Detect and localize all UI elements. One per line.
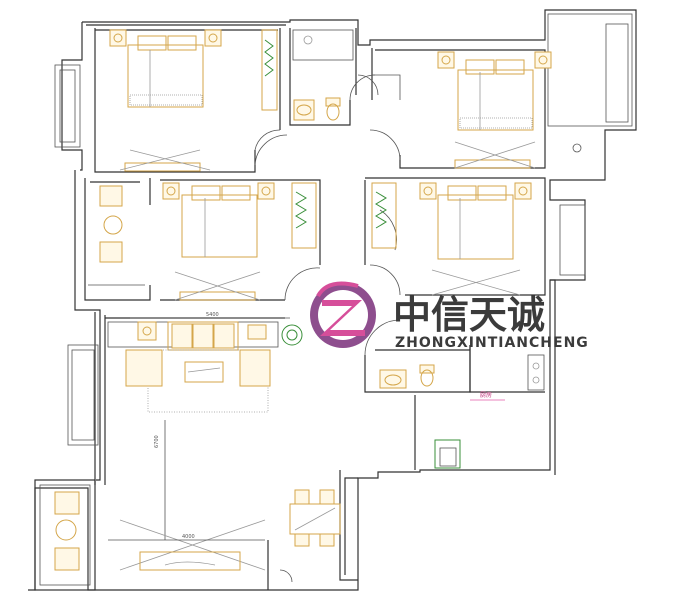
door-swings (88, 74, 401, 583)
kitchen-fixtures: 厨房 (434, 354, 545, 469)
living-room-furniture: 5400 6700 4000 (107, 312, 303, 571)
bedroom-3-furniture (99, 182, 317, 301)
bathroom-1-fixtures (292, 29, 354, 121)
bathroom-2-fixtures (379, 364, 435, 389)
brand-logo-mark (310, 281, 376, 348)
outer-walls (28, 9, 637, 591)
dining-set (289, 489, 341, 547)
dining-width-dim: 4000 (182, 534, 195, 540)
living-width-dim: 5400 (206, 312, 219, 318)
balcony-furniture (54, 491, 80, 571)
brand-watermark: 中信天诚 ZHONGXINTIANCHENG (310, 281, 589, 351)
kitchen-label: 厨房 (480, 391, 492, 399)
brand-name-en: ZHONGXINTIANCHENG (395, 335, 589, 351)
bedroom-2-furniture (437, 51, 582, 169)
bedroom-1-furniture (109, 29, 278, 172)
living-height-dim: 6700 (154, 435, 160, 448)
bedroom-4-furniture (371, 182, 532, 296)
brand-name-cn: 中信天诚 (393, 293, 545, 337)
